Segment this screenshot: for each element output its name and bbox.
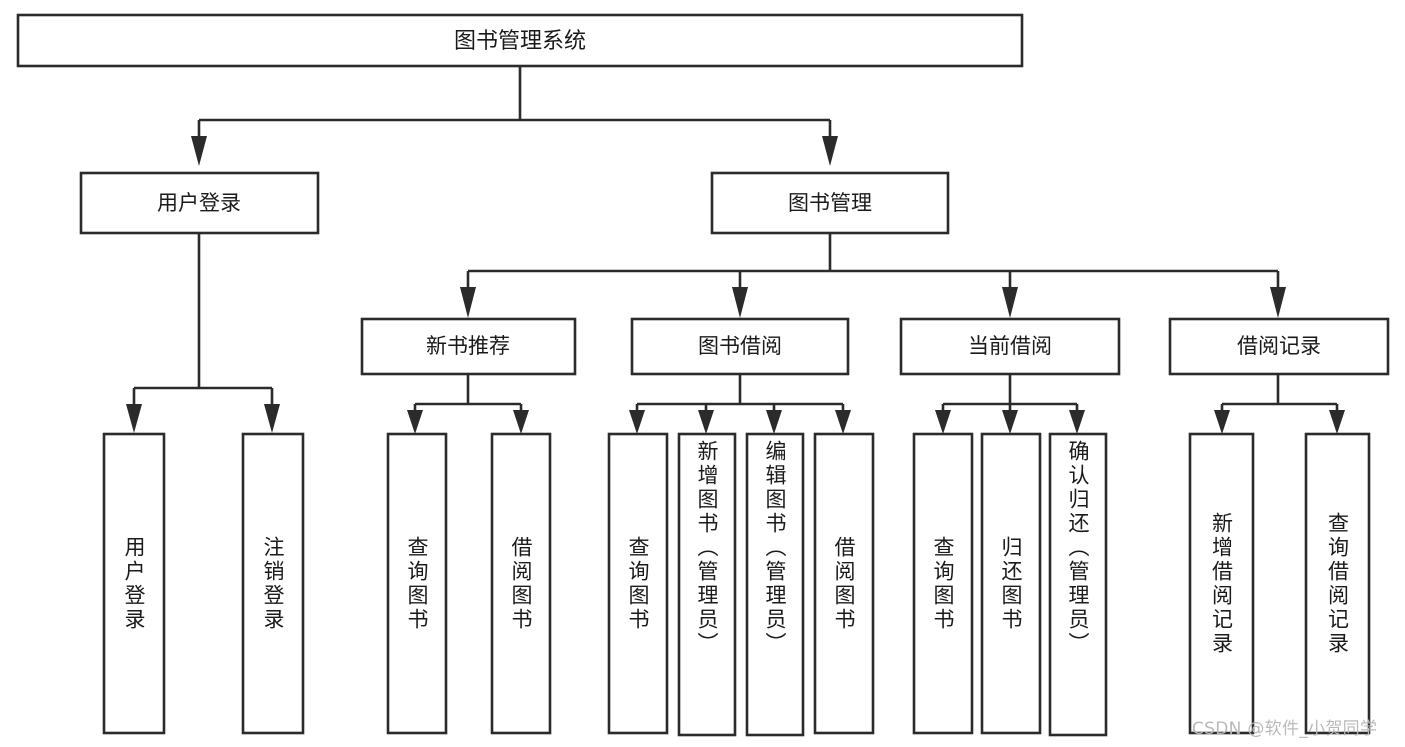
arrow-head-leaf-user-logout [264, 404, 280, 433]
arrow-head-leaf-borrow-book-rec [513, 410, 529, 434]
leaf-query-book-bor-box[interactable] [607, 432, 669, 735]
leaf-query-book-cur-box[interactable] [912, 432, 974, 735]
node-user-login-box[interactable] [79, 171, 320, 235]
node-root-box[interactable] [16, 13, 1024, 68]
leaf-return-book-box[interactable] [980, 432, 1042, 735]
node-new-book-recommend-label: 新书推荐 [426, 334, 510, 358]
arrow-head-leaf-user-login [126, 404, 142, 433]
arrow-head-leaf-query-book-rec [407, 410, 423, 434]
arrow-head-book-borrow [732, 287, 748, 318]
leaf-user-login-box[interactable] [102, 432, 166, 735]
arrow-head-leaf-confirm-return-admin [1069, 410, 1085, 434]
leaf-user-logout-box[interactable] [241, 432, 305, 735]
arrow-head-borrow-record [1270, 287, 1286, 318]
node-book-borrow-box[interactable] [630, 317, 850, 376]
node-book-borrow-label: 图书借阅 [698, 334, 782, 358]
leaf-confirm-return-admin-box[interactable] [1048, 432, 1108, 737]
node-borrow-record-box[interactable] [1168, 317, 1390, 376]
arrow-head-leaf-add-borrow-record [1214, 410, 1230, 434]
node-current-borrow-box[interactable] [899, 317, 1121, 376]
arrow-head-leaf-return-book [1002, 410, 1018, 434]
leaf-add-book-admin-box[interactable] [677, 432, 737, 737]
node-book-management-box[interactable] [710, 171, 950, 235]
leaf-query-book-rec-box[interactable] [386, 432, 448, 735]
node-root-label: 图书管理系统 [454, 29, 586, 54]
arrow-head-leaf-add-book-admin [698, 410, 714, 434]
arrow-head-new-book-recommend [460, 287, 476, 318]
arrow-head-user-login [191, 136, 207, 166]
leaf-borrow-book-bor-box[interactable] [813, 432, 875, 735]
leaf-borrow-book-rec-box[interactable] [490, 432, 552, 735]
arrow-head-current-borrow [1002, 287, 1018, 318]
leaf-edit-book-admin-box[interactable] [745, 432, 805, 737]
arrow-head-book-management [822, 136, 838, 166]
arrow-head-leaf-edit-book-admin [766, 410, 782, 434]
arrow-head-leaf-borrow-book-bor [835, 410, 851, 434]
node-current-borrow-label: 当前借阅 [968, 334, 1052, 358]
arrow-head-leaf-query-book-cur [935, 410, 951, 434]
node-book-management-label: 图书管理 [788, 191, 872, 215]
leaf-query-borrow-record-box[interactable] [1304, 432, 1371, 735]
node-borrow-record-label: 借阅记录 [1237, 334, 1321, 358]
node-new-book-recommend-box[interactable] [360, 317, 577, 376]
arrow-head-leaf-query-book-bor [629, 410, 645, 434]
arrow-head-leaf-query-borrow-record [1329, 410, 1345, 434]
csdn-watermark: CSDN @软件_小贺同学 [1192, 719, 1378, 739]
leaf-add-borrow-record-box[interactable] [1188, 432, 1255, 735]
node-user-login-label: 用户登录 [157, 191, 241, 215]
